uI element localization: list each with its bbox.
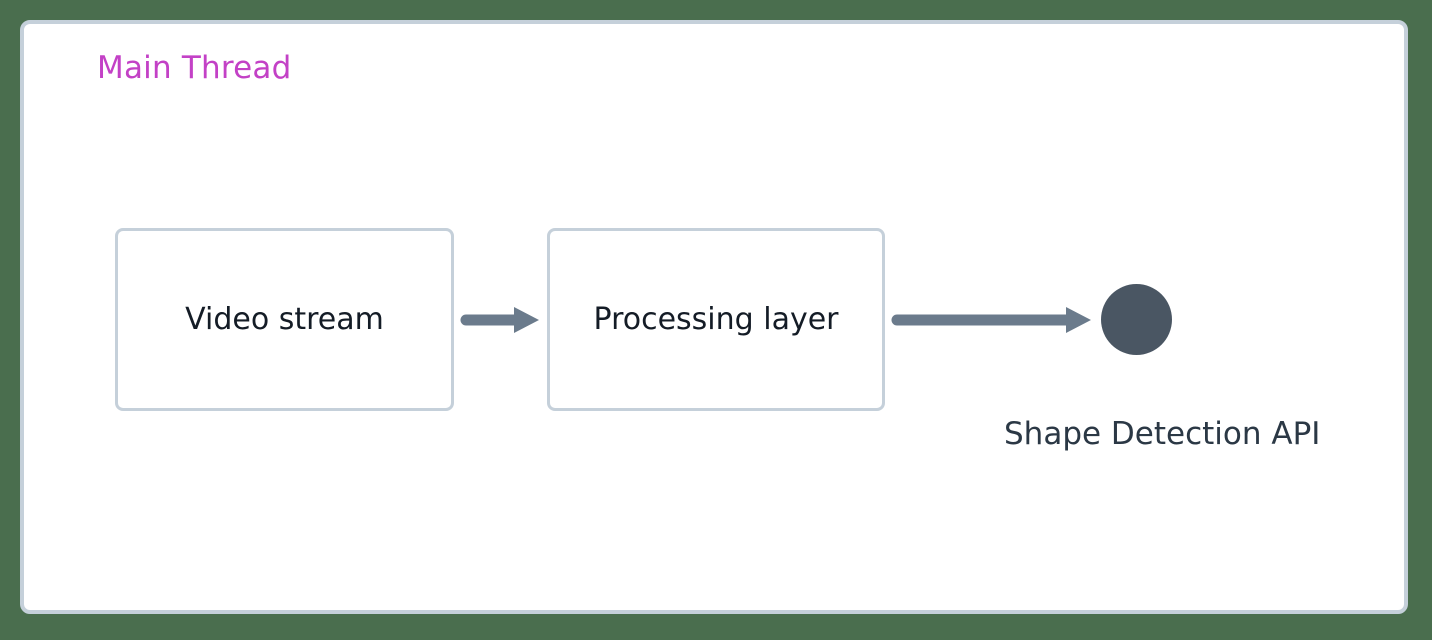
group-title-main-thread: Main Thread: [97, 50, 292, 86]
arrow-head: [1066, 307, 1091, 333]
arrow-processing-to-api: [891, 307, 1091, 333]
node-video-stream-label: Video stream: [185, 301, 384, 337]
node-shape-detection-api-label: Shape Detection API: [1004, 416, 1321, 452]
node-video-stream[interactable]: Video stream: [115, 228, 454, 411]
node-processing-layer[interactable]: Processing layer: [547, 228, 885, 411]
arrow-video-to-processing: [460, 307, 539, 333]
arrow-head: [514, 307, 539, 333]
node-shape-detection-api-circle[interactable]: [1101, 284, 1172, 355]
node-processing-layer-label: Processing layer: [593, 301, 839, 337]
